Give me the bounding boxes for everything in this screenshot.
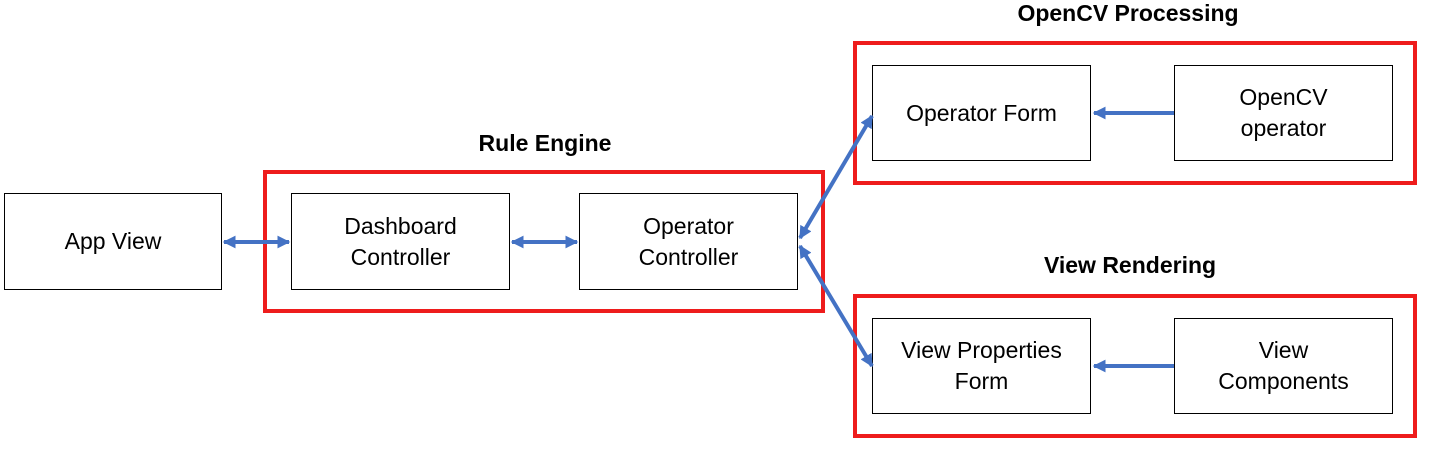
view-components-label-1: View bbox=[1258, 337, 1309, 363]
view-rendering-title: View Rendering bbox=[1043, 252, 1217, 278]
app-view-label-1: App View bbox=[64, 228, 162, 254]
operator-controller-label-1: Operator bbox=[643, 212, 734, 239]
opencv-processing-group bbox=[853, 41, 1417, 185]
operator-controller-view-properties-arrow bbox=[798, 244, 874, 368]
opencv-processing-title: OpenCV Processing bbox=[1017, 0, 1239, 26]
view-components-box: View Components bbox=[1174, 318, 1393, 414]
opencv-operator-label-1: OpenCV bbox=[1239, 84, 1328, 110]
operator-controller-label-2: Controller bbox=[638, 243, 739, 270]
operator-controller-box: Operator Controller bbox=[579, 193, 798, 290]
operator-controller-operator-form-arrow bbox=[798, 114, 874, 240]
dashboard-controller-label-2: Controller bbox=[350, 243, 451, 270]
view-properties-form-label-2: Form bbox=[954, 368, 1009, 394]
app-view-box: App View bbox=[4, 193, 222, 290]
view-properties-form-label-1: View Properties bbox=[901, 337, 1062, 363]
dashboard-controller-box: Dashboard Controller bbox=[291, 193, 510, 290]
operator-form-label-1: Operator Form bbox=[906, 99, 1057, 126]
operator-form-box: Operator Form bbox=[872, 65, 1091, 161]
view-components-label-2: Components bbox=[1218, 368, 1349, 394]
opencv-operator-box: OpenCV operator bbox=[1174, 65, 1393, 161]
view-properties-form-box: View Properties Form bbox=[872, 318, 1091, 414]
rule-engine-title: Rule Engine bbox=[478, 130, 612, 156]
opencv-operator-label-2: operator bbox=[1240, 115, 1327, 141]
dashboard-controller-label-1: Dashboard bbox=[344, 212, 457, 239]
